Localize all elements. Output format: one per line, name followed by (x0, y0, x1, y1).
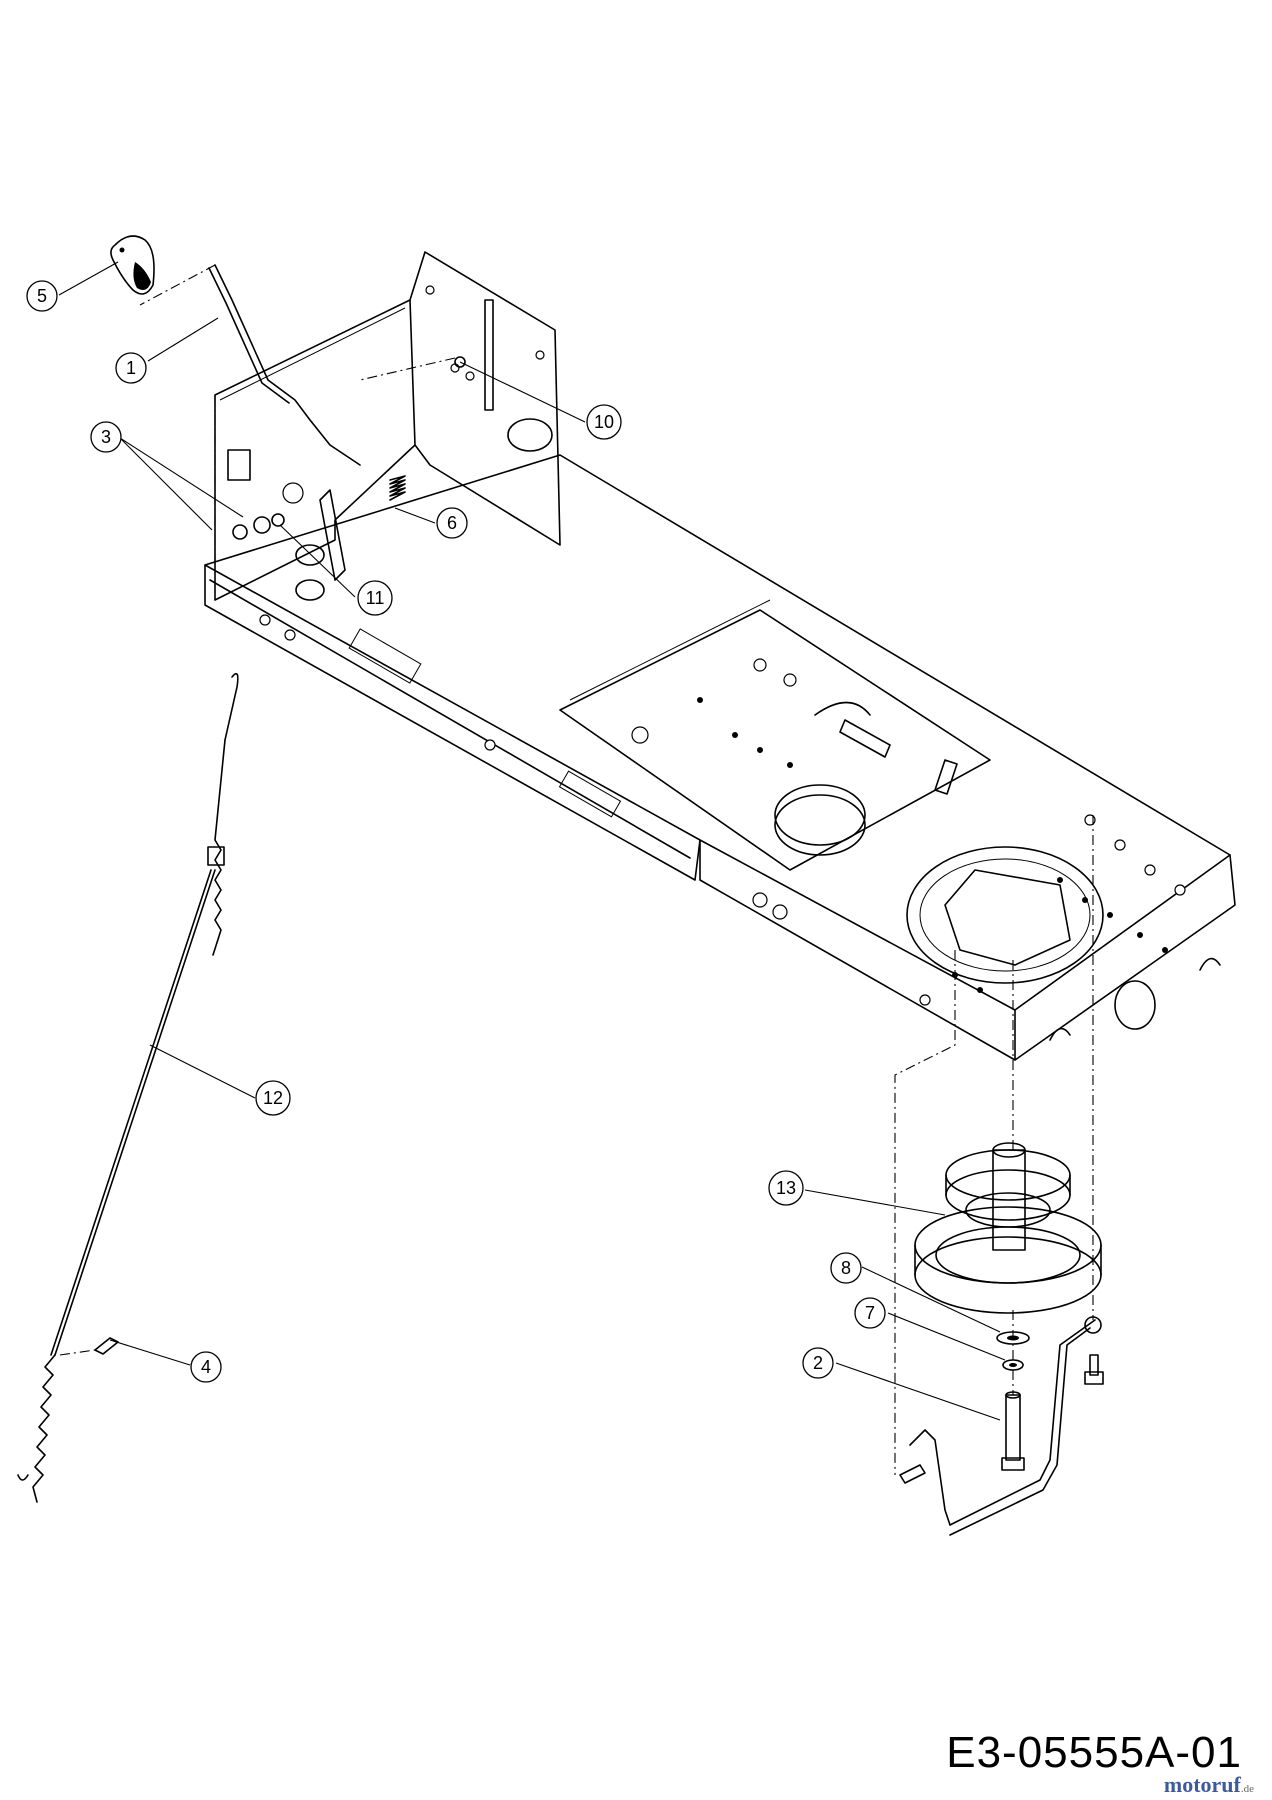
callout-8: 8 (830, 1252, 862, 1284)
callout-leaders (58, 261, 1006, 1421)
callout-10: 10 (586, 404, 622, 440)
svg-text:10: 10 (594, 412, 614, 432)
watermark-logo: motoruf.de (1164, 1772, 1254, 1798)
callout-3: 3 (90, 421, 122, 453)
svg-text:7: 7 (865, 1303, 875, 1323)
svg-text:3: 3 (101, 427, 111, 447)
watermark-brand: motoruf (1163, 1772, 1241, 1797)
svg-text:2: 2 (813, 1353, 823, 1373)
svg-text:5: 5 (37, 286, 47, 306)
rear-tower (214, 251, 561, 601)
callout-1: 1 (115, 352, 147, 384)
part-3-fasteners (232, 513, 285, 540)
assembly-lines (214, 357, 1094, 1475)
part-12-cable (17, 672, 239, 1503)
svg-text:8: 8 (841, 1258, 851, 1278)
svg-text:13: 13 (776, 1178, 796, 1198)
callout-11: 11 (357, 580, 393, 616)
callout-4: 4 (190, 1351, 222, 1383)
callout-6: 6 (436, 507, 468, 539)
part-1-lever (139, 264, 361, 466)
svg-text:11: 11 (366, 588, 385, 608)
part-5-grip (110, 235, 155, 295)
part-13-pulley (914, 1142, 1102, 1314)
drawing-code: E3-05555A-01 (946, 1728, 1242, 1777)
callout-5: 5 (26, 280, 58, 312)
svg-text:12: 12 (263, 1088, 283, 1108)
part-2-bolt (1001, 1391, 1025, 1471)
svg-text:1: 1 (126, 358, 136, 378)
svg-text:6: 6 (447, 513, 457, 533)
callout-13: 13 (768, 1170, 804, 1206)
part-4-clip (59, 1337, 119, 1356)
lower-bracket (899, 1316, 1104, 1536)
callout-7: 7 (854, 1297, 886, 1329)
callout-2: 2 (802, 1347, 834, 1379)
callout-12: 12 (255, 1080, 291, 1116)
part-11-bushing (295, 579, 325, 601)
part-6-spring (389, 475, 406, 501)
svg-text:4: 4 (201, 1357, 211, 1377)
part-10-bolt (454, 356, 466, 368)
chassis-frame (204, 454, 1236, 1061)
watermark-suffix: .de (1240, 1783, 1254, 1795)
